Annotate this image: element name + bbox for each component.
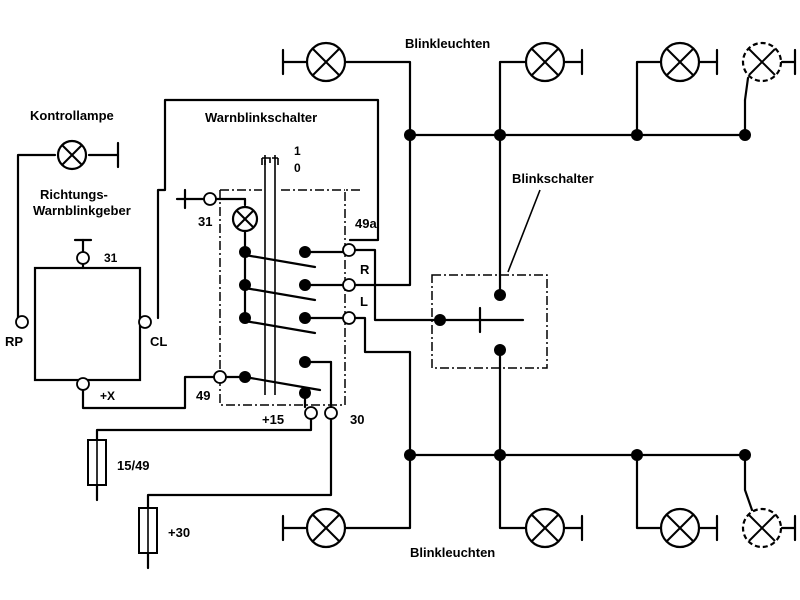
flasher-label-line2: Warnblinkgeber <box>33 203 131 218</box>
flasher-terminal-31-label: 31 <box>104 251 118 265</box>
fuse-30-label: +30 <box>168 525 190 540</box>
top-lamp-bus: Blinkleuchten <box>281 36 797 141</box>
turn-signal-lamp-icon <box>659 41 701 83</box>
plus-x-label: +X <box>100 389 115 403</box>
terminal-49-label: 49 <box>196 388 210 403</box>
terminal-l <box>342 311 356 325</box>
rp-label: RP <box>5 334 23 349</box>
terminal-49a <box>342 243 356 257</box>
hazard-switch-label: Warnblinkschalter <box>205 110 317 125</box>
terminal-r <box>342 278 356 292</box>
switch-position-1: 1 <box>294 144 301 158</box>
terminal-49 <box>213 370 227 384</box>
terminal-49a-label: 49a <box>355 216 377 231</box>
terminal-plus15-label: +15 <box>262 412 284 427</box>
flasher-terminal-cl <box>138 315 152 329</box>
cl-label: CL <box>150 334 167 349</box>
blinkleuchten-top-label: Blinkleuchten <box>405 36 490 51</box>
turn-signal-lamp-icon <box>305 41 347 83</box>
flasher-label-line1: Richtungs- <box>40 187 108 202</box>
bottom-lamp-bus: Blinkleuchten <box>281 449 797 560</box>
turn-signal-lamp-icon <box>524 507 566 549</box>
hazard-switch: Warnblinkschalter 1 0 31 <box>175 110 377 427</box>
switch-position-0: 0 <box>294 161 301 175</box>
flasher-terminal-plus-x <box>76 377 90 391</box>
flasher-terminal-31 <box>76 251 90 265</box>
plus-x-to-49-wire <box>81 375 222 410</box>
turn-signal-lamp-icon <box>659 507 701 549</box>
blinkleuchten-bottom-label: Blinkleuchten <box>410 545 495 560</box>
cl-to-49a-wire <box>156 98 380 320</box>
fuse-15-49-label: 15/49 <box>117 458 150 473</box>
optional-lamp-icon <box>741 41 783 83</box>
control-lamp-label: Kontrollampe <box>30 108 114 123</box>
49a-to-blinkschalter-wire <box>353 248 442 322</box>
fuse-15-49: 15/49 <box>87 417 313 502</box>
fuse-30: +30 <box>138 417 333 570</box>
switch-terminal-31-label: 31 <box>198 214 212 229</box>
flasher-unit: Richtungs- Warnblinkgeber 31 RP CL +X <box>5 187 167 403</box>
control-lamp-icon <box>56 139 88 171</box>
terminal-l-label: L <box>360 294 368 309</box>
turn-signal-lamp-icon <box>305 507 347 549</box>
flasher-terminal-rp <box>15 315 29 329</box>
turn-signal-lamp-icon <box>524 41 566 83</box>
turn-signal-switch: Blinkschalter <box>431 133 594 457</box>
control-lamp-circuit: Kontrollampe <box>16 108 120 320</box>
l-wire <box>353 316 412 457</box>
terminal-30-label: 30 <box>350 412 364 427</box>
blinkschalter-label: Blinkschalter <box>512 171 594 186</box>
terminal-30 <box>324 406 338 420</box>
switch-lamp-icon <box>231 205 259 233</box>
terminal-r-label: R <box>360 262 370 277</box>
r-wire <box>353 133 412 287</box>
terminal-plus15 <box>304 406 318 420</box>
optional-lamp-icon <box>741 507 783 549</box>
